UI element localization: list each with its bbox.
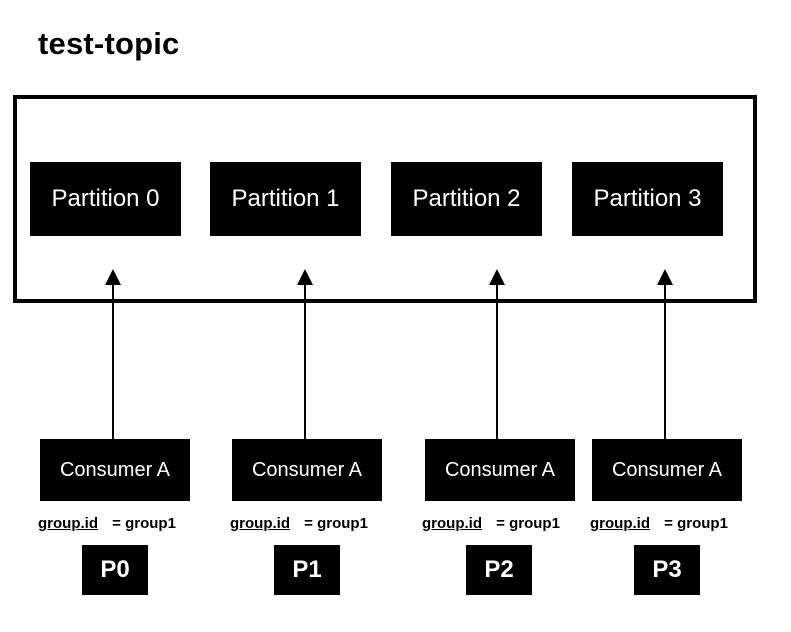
process-p2: P2 (466, 545, 532, 595)
group-value: = group1 (304, 515, 368, 532)
group-key: group.id (38, 515, 98, 532)
group-key: group.id (422, 515, 482, 532)
partition-3: Partition 3 (572, 162, 723, 236)
partition-0: Partition 0 (30, 162, 181, 236)
topic-container (13, 95, 757, 303)
process-p3: P3 (634, 545, 700, 595)
topic-title: test-topic (38, 26, 180, 61)
group-key: group.id (230, 515, 290, 532)
consumer-2: Consumer A (425, 439, 575, 501)
process-p1: P1 (274, 545, 340, 595)
partition-1: Partition 1 (210, 162, 361, 236)
process-p0: P0 (82, 545, 148, 595)
group-label-0: group.id = group1 (38, 515, 176, 532)
group-value: = group1 (664, 515, 728, 532)
group-value: = group1 (112, 515, 176, 532)
group-label-3: group.id = group1 (590, 515, 728, 532)
consumer-1: Consumer A (232, 439, 382, 501)
consumer-3: Consumer A (592, 439, 742, 501)
group-label-2: group.id = group1 (422, 515, 560, 532)
group-key: group.id (590, 515, 650, 532)
consumer-0: Consumer A (40, 439, 190, 501)
group-label-1: group.id = group1 (230, 515, 368, 532)
partition-2: Partition 2 (391, 162, 542, 236)
group-value: = group1 (496, 515, 560, 532)
